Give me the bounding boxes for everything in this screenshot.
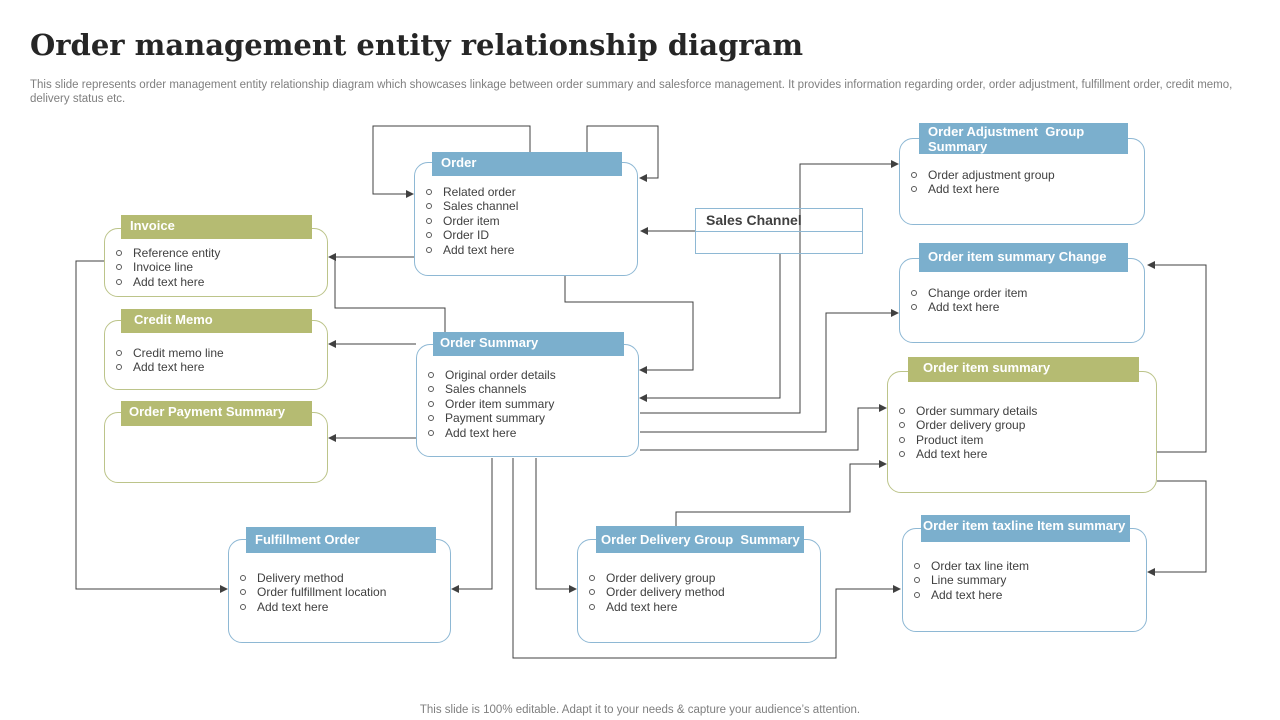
connector-ordersummary-fulfillment (451, 458, 493, 593)
entity-order: Related order Sales channel Order item O… (414, 162, 638, 276)
list-item: Order delivery group (898, 418, 1037, 432)
order-item-taxline-item-summary-items: Order tax line item Line summary Add tex… (913, 559, 1029, 602)
invoice-items: Reference entity Invoice line Add text h… (115, 246, 220, 289)
list-item: Order adjustment group (910, 168, 1055, 182)
list-item: Original order details (427, 368, 556, 382)
fulfillment-order-header: Fulfillment Order (246, 527, 436, 553)
order-summary-header: Order Summary (433, 332, 624, 356)
connector-ordersummary-adjustment (640, 160, 899, 414)
list-item: Order item (425, 214, 518, 228)
entity-fulfillment-order: Delivery method Order fulfillment locati… (228, 539, 451, 643)
entity-order-summary: Original order details Sales channels Or… (416, 344, 639, 457)
list-item: Reference entity (115, 246, 220, 260)
connector-deliverygroup-itemsummary (675, 460, 887, 526)
connector-order-loop-left (372, 125, 531, 198)
list-item: Add text here (427, 426, 556, 440)
list-item: Related order (425, 185, 518, 199)
connector-invoice-ordersummary (334, 257, 446, 332)
connector-itemsummary-taxline (1147, 480, 1207, 576)
list-item: Change order item (910, 286, 1027, 300)
list-item: Credit memo line (115, 346, 224, 360)
sales-channel-label: Sales Channel (706, 212, 802, 228)
entity-invoice: Reference entity Invoice line Add text h… (104, 228, 328, 297)
list-item: Line summary (913, 573, 1029, 587)
list-item: Order ID (425, 228, 518, 242)
list-item: Order summary details (898, 404, 1037, 418)
invoice-header: Invoice (121, 215, 312, 239)
list-item: Order delivery method (588, 585, 725, 599)
order-item-summary-items: Order summary details Order delivery gro… (898, 404, 1037, 462)
order-payment-summary-header: Order Payment Summary (121, 401, 312, 426)
list-item: Add text here (115, 360, 224, 374)
list-item: Add text here (898, 447, 1037, 461)
list-item: Product item (898, 433, 1037, 447)
connector-saleschannel-ordersummary (639, 254, 781, 402)
page-title: Order management entity relationship dia… (30, 28, 804, 62)
order-items: Related order Sales channel Order item O… (425, 185, 518, 257)
list-item: Add text here (425, 243, 518, 257)
connector-ordersummary-taxline (512, 458, 901, 659)
connector-ordersummary-itemchange (640, 309, 899, 433)
entity-order-delivery-group-summary: Order delivery group Order delivery meth… (577, 539, 821, 643)
page-description: This slide represents order management e… (30, 79, 1233, 105)
connector-ordersummary-itemsummary (640, 404, 887, 451)
order-item-summary-change-header: Order item summary Change (919, 243, 1128, 272)
list-item: Add text here (910, 300, 1027, 314)
connector-itemsummary-itemchange (1147, 261, 1207, 453)
connector-order-loop-right (586, 125, 659, 182)
list-item: Add text here (910, 182, 1055, 196)
list-item: Add text here (115, 275, 220, 289)
order-delivery-group-summary-header: Order Delivery Group Summary (596, 526, 804, 553)
list-item: Delivery method (239, 571, 386, 585)
list-item: Order delivery group (588, 571, 725, 585)
sales-channel-divider (696, 231, 862, 232)
connector-ordersummary-deliverygroup (535, 458, 577, 593)
list-item: Order tax line item (913, 559, 1029, 573)
list-item: Invoice line (115, 260, 220, 274)
list-item: Order item summary (427, 397, 556, 411)
fulfillment-order-items: Delivery method Order fulfillment locati… (239, 571, 386, 614)
page-footer: This slide is 100% editable. Adapt it to… (419, 704, 861, 716)
list-item: Add text here (588, 600, 725, 614)
order-item-summary-change-items: Change order item Add text here (910, 286, 1027, 315)
credit-memo-header: Credit Memo (121, 309, 312, 333)
connector-order-ordersummary (564, 276, 694, 374)
entity-order-item-summary-change: Change order item Add text here (899, 258, 1145, 343)
entity-order-item-summary: Order summary details Order delivery gro… (887, 371, 1157, 493)
entity-sales-channel: Sales Channel (695, 208, 863, 254)
list-item: Payment summary (427, 411, 556, 425)
list-item: Add text here (239, 600, 386, 614)
order-summary-items: Original order details Sales channels Or… (427, 368, 556, 440)
order-adjustment-group-summary-items: Order adjustment group Add text here (910, 168, 1055, 197)
list-item: Order fulfillment location (239, 585, 386, 599)
order-item-summary-header: Order item summary (908, 357, 1139, 382)
order-adjustment-group-summary-header: Order Adjustment Group Summary (919, 123, 1128, 154)
connector-invoice-fulfillment (75, 260, 228, 593)
list-item: Sales channel (425, 199, 518, 213)
list-item: Sales channels (427, 382, 556, 396)
list-item: Add text here (913, 588, 1029, 602)
order-delivery-group-summary-items: Order delivery group Order delivery meth… (588, 571, 725, 614)
order-item-taxline-item-summary-header: Order item taxline Item summary (921, 515, 1130, 542)
credit-memo-items: Credit memo line Add text here (115, 346, 224, 375)
entity-order-item-taxline-item-summary: Order tax line item Line summary Add tex… (902, 528, 1147, 632)
order-header: Order (432, 152, 622, 176)
